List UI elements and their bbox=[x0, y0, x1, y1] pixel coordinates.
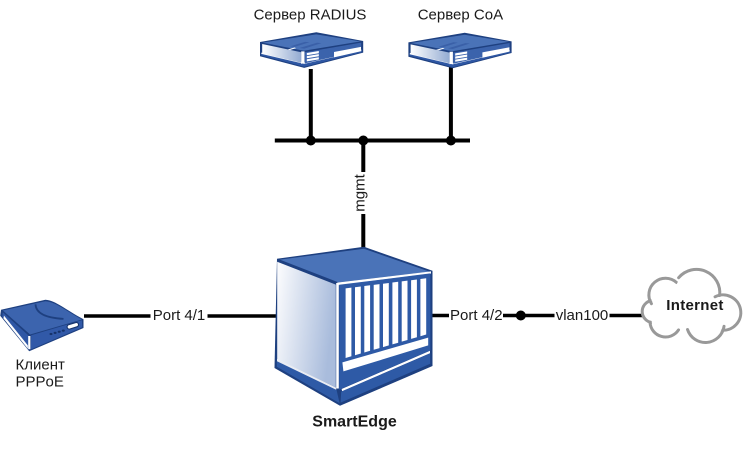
svg-text:Port 4/2: Port 4/2 bbox=[450, 307, 503, 324]
svg-text:Сервер RADIUS: Сервер RADIUS bbox=[254, 7, 367, 24]
svg-text:Internet: Internet bbox=[666, 297, 723, 314]
svg-text:Клиент: Клиент bbox=[16, 357, 65, 374]
svg-text:PPPoE: PPPoE bbox=[16, 374, 64, 391]
svg-text:mgmt: mgmt bbox=[352, 173, 369, 211]
svg-text:Port 4/1: Port 4/1 bbox=[153, 307, 206, 324]
svg-text:SmartEdge: SmartEdge bbox=[312, 414, 397, 431]
svg-text:Сервер CoA: Сервер CoA bbox=[418, 7, 503, 24]
svg-text:vlan100: vlan100 bbox=[556, 307, 609, 324]
